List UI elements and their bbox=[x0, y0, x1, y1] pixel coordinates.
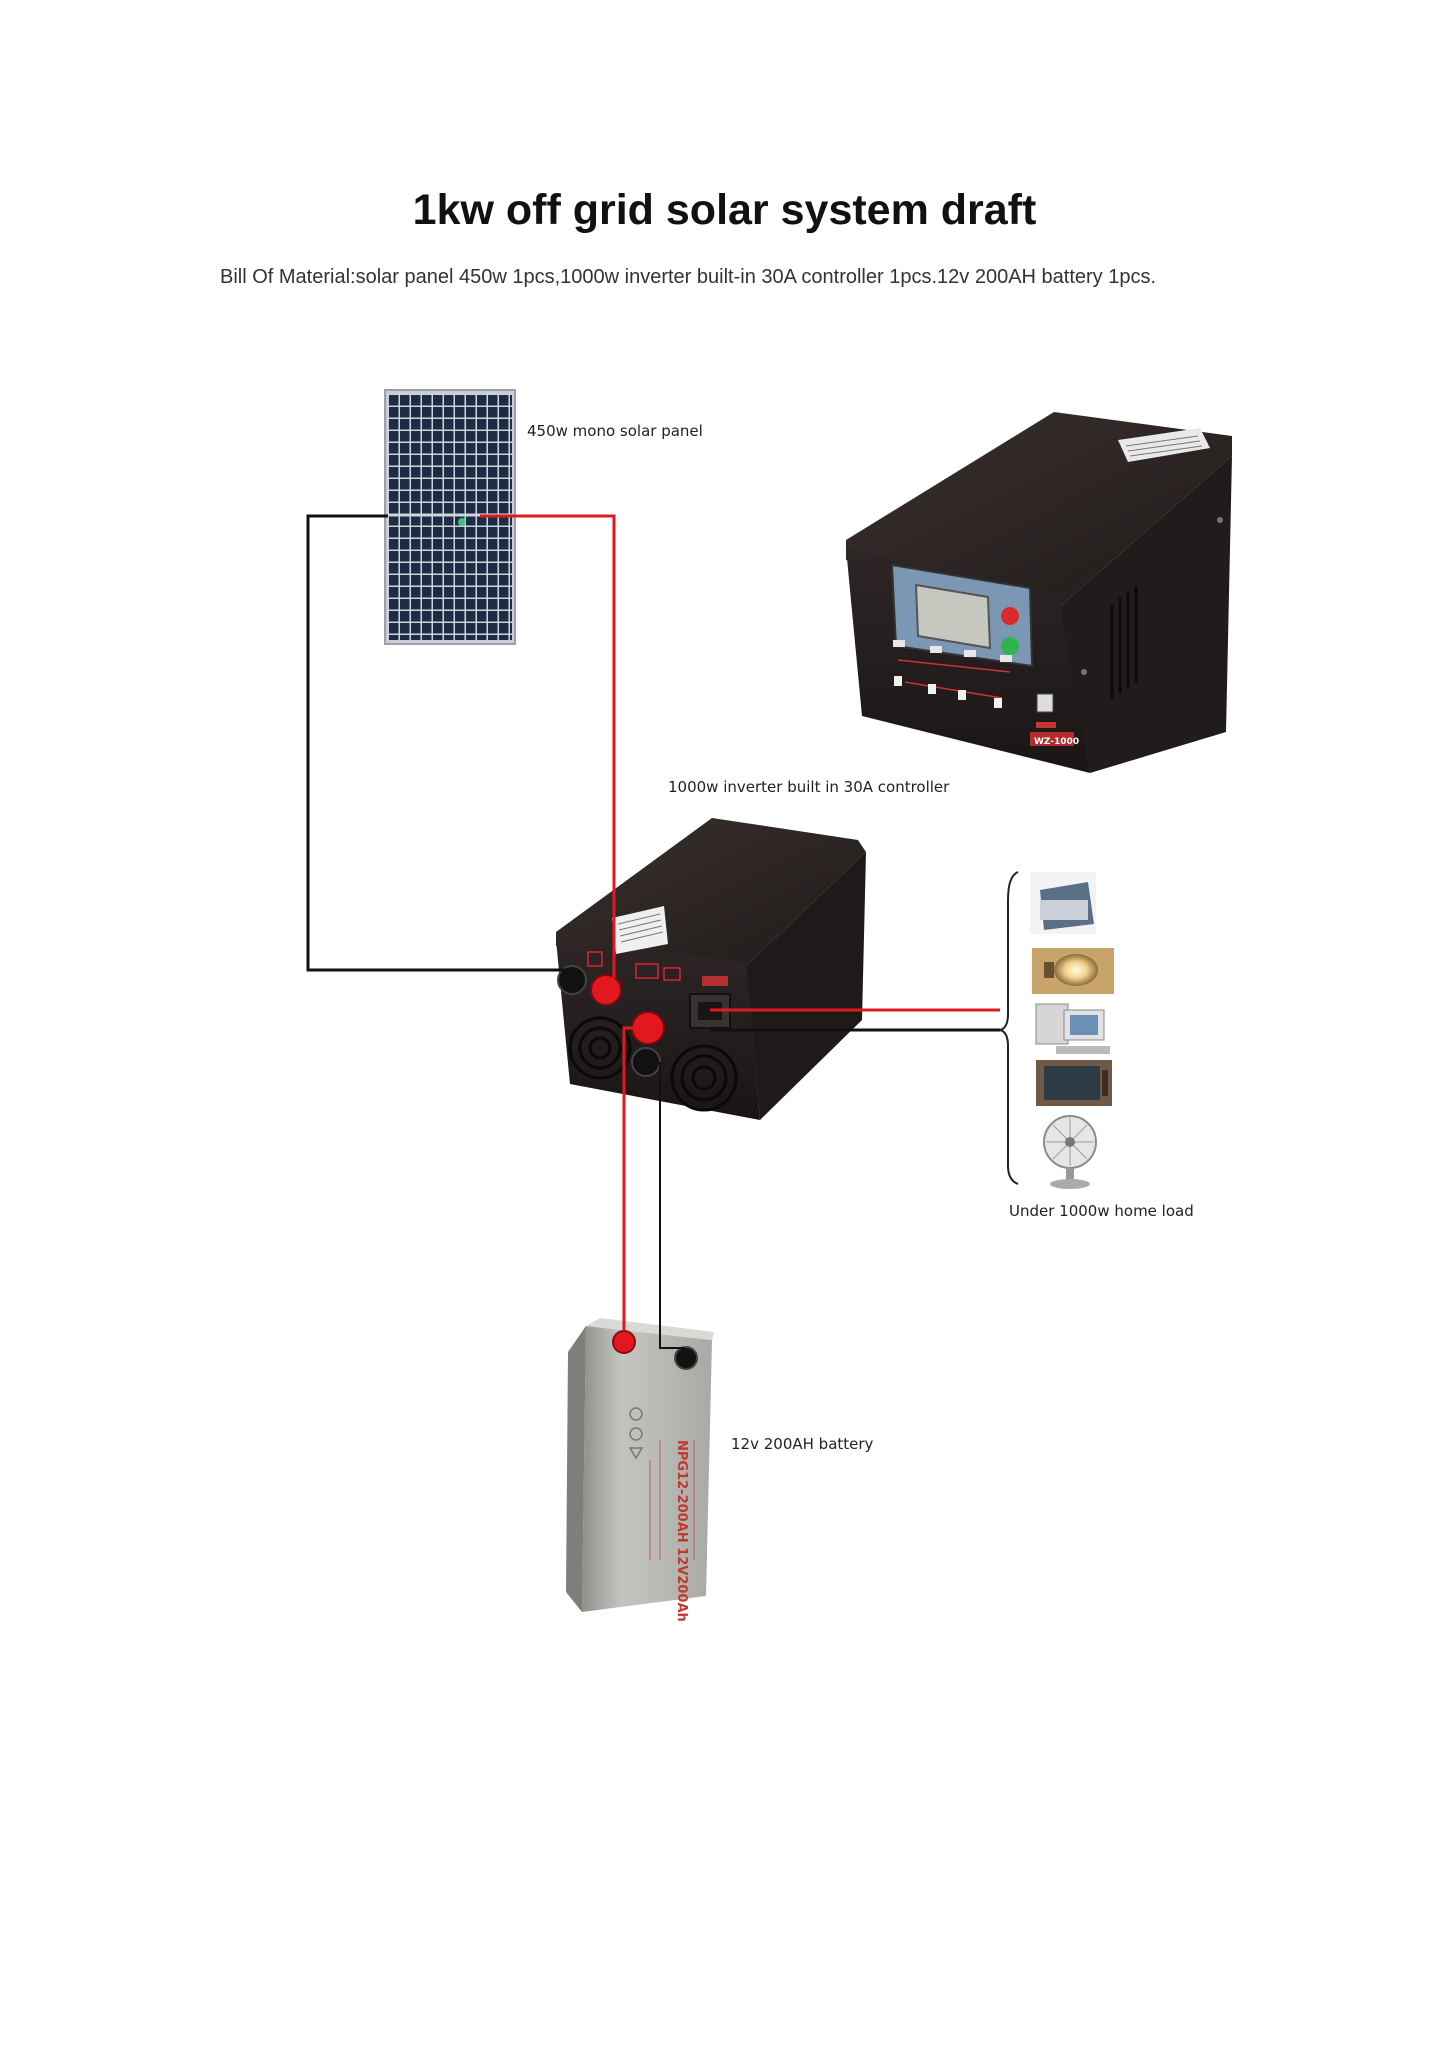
wiring bbox=[306, 514, 1000, 1349]
printer-icon bbox=[1030, 872, 1096, 934]
solar-panel-label: 450w mono solar panel bbox=[527, 422, 703, 440]
battery-negative-wire bbox=[659, 1062, 684, 1349]
home-load-appliances bbox=[999, 871, 1114, 1189]
battery-model-text: NPG12-200AH 12V200Ah bbox=[674, 1440, 689, 1622]
battery-label: 12v 200AH battery bbox=[731, 1435, 874, 1453]
battery: NPG12-200AH 12V200Ah bbox=[566, 1318, 714, 1622]
light-bulb-icon bbox=[1032, 948, 1114, 994]
inverter-model-text: WZ-1000 bbox=[1034, 737, 1079, 747]
bill-of-material: Bill Of Material:solar panel 450w 1pcs,1… bbox=[220, 266, 1157, 288]
computer-icon bbox=[1035, 1003, 1110, 1054]
page-title: 1kw off grid solar system draft bbox=[412, 186, 1037, 234]
home-load-label: Under 1000w home load bbox=[1009, 1202, 1194, 1220]
pv-positive-wire bbox=[480, 514, 616, 978]
inverter-label: 1000w inverter built in 30A controller bbox=[668, 778, 950, 796]
fan-icon bbox=[1043, 1115, 1097, 1189]
battery-positive-wire bbox=[622, 1026, 648, 1330]
tv-icon bbox=[1036, 1060, 1112, 1106]
pv-negative-wire bbox=[306, 514, 572, 972]
inverter-product-photo: WZ-1000 bbox=[846, 412, 1232, 773]
inverter-back-view bbox=[556, 818, 866, 1120]
